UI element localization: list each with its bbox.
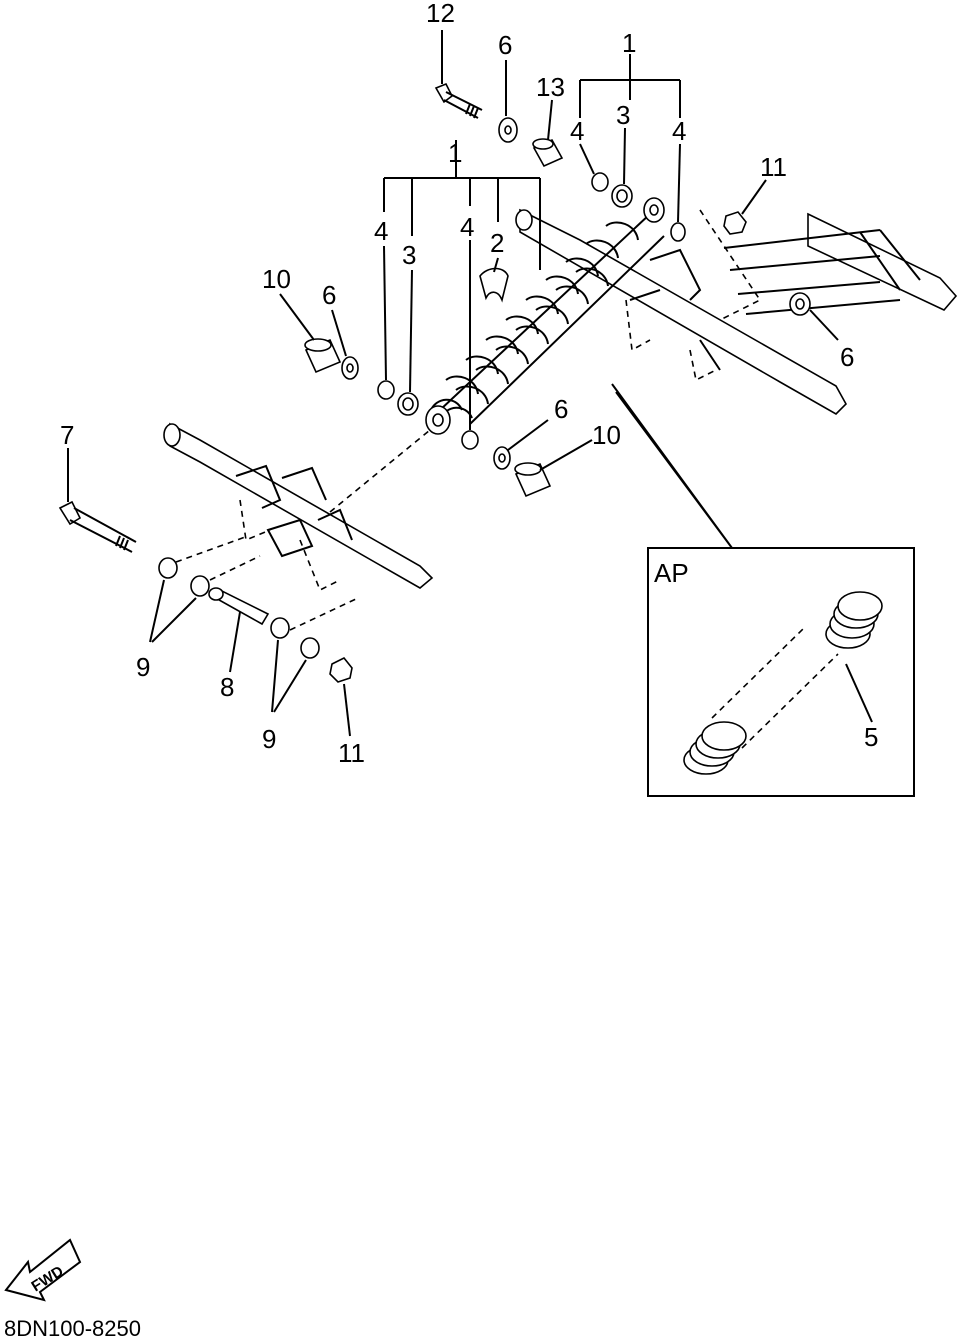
bushing-3-left: [397, 392, 419, 416]
bushing-4-mid: [461, 430, 479, 450]
callout-4-top-right: 4: [672, 116, 686, 146]
callout-6-mid: 6: [554, 394, 568, 424]
callout-10-left: 10: [262, 264, 291, 294]
callout-1-top: 1: [622, 28, 636, 58]
collar-8: [208, 587, 270, 626]
callout-11-bottom: 11: [338, 738, 365, 768]
bushing-4-left: [377, 380, 395, 400]
shock-absorber: [425, 197, 665, 435]
ap-inset: [647, 547, 915, 797]
callout-13: 13: [536, 72, 565, 102]
callout-8: 8: [220, 672, 234, 702]
callout-4-left: 4: [374, 216, 388, 246]
collar-10-right: [514, 462, 552, 498]
washer-6-top: [498, 117, 518, 143]
swing-arm: [699, 209, 958, 331]
callout-11-top: 11: [760, 152, 787, 182]
nut-11-bottom: [329, 656, 353, 683]
fwd-arrow-icon: FWD: [4, 1238, 82, 1302]
callout-6-right: 6: [840, 342, 854, 372]
washer-6-left: [341, 356, 359, 380]
callout-9-left: 9: [136, 652, 150, 682]
nut-11-top: [723, 211, 747, 235]
bolt-7: [58, 500, 137, 553]
collar-13: [532, 138, 564, 168]
callout-12: 12: [426, 0, 455, 28]
callout-3-top: 3: [616, 100, 630, 130]
collar-10-left: [304, 338, 342, 374]
callout-1-left: 1: [448, 138, 462, 168]
spring-seat-2: [479, 267, 509, 303]
boot-5: [683, 591, 883, 775]
washer-9-d: [300, 637, 320, 659]
callout-3-left: 3: [402, 240, 416, 270]
bushing-4-top-left: [591, 172, 609, 192]
callout-6-left: 6: [322, 280, 336, 310]
callout-9-right: 9: [262, 724, 276, 754]
callout-4-top-left: 4: [570, 116, 584, 146]
washer-9-c: [270, 617, 290, 639]
callout-2: 2: [490, 228, 504, 258]
callout-4-mid: 4: [460, 212, 474, 242]
washer-9-a: [158, 557, 178, 579]
bushing-3-top: [611, 184, 633, 208]
diagram-code: 8DN100-8250: [4, 1316, 141, 1341]
bolt-12: [434, 82, 483, 119]
bushing-4-top-right: [670, 222, 686, 242]
callout-7: 7: [60, 420, 74, 450]
washer-6-right: [789, 292, 811, 316]
callout-10-right: 10: [592, 420, 621, 450]
callout-6-top: 6: [498, 30, 512, 60]
washer-6-mid: [493, 446, 511, 470]
front-mount: [163, 422, 434, 592]
inset-label-ap: AP: [654, 558, 689, 588]
washer-9-b: [190, 575, 210, 597]
rear-shaft: [515, 208, 847, 415]
callout-5: 5: [864, 722, 878, 752]
